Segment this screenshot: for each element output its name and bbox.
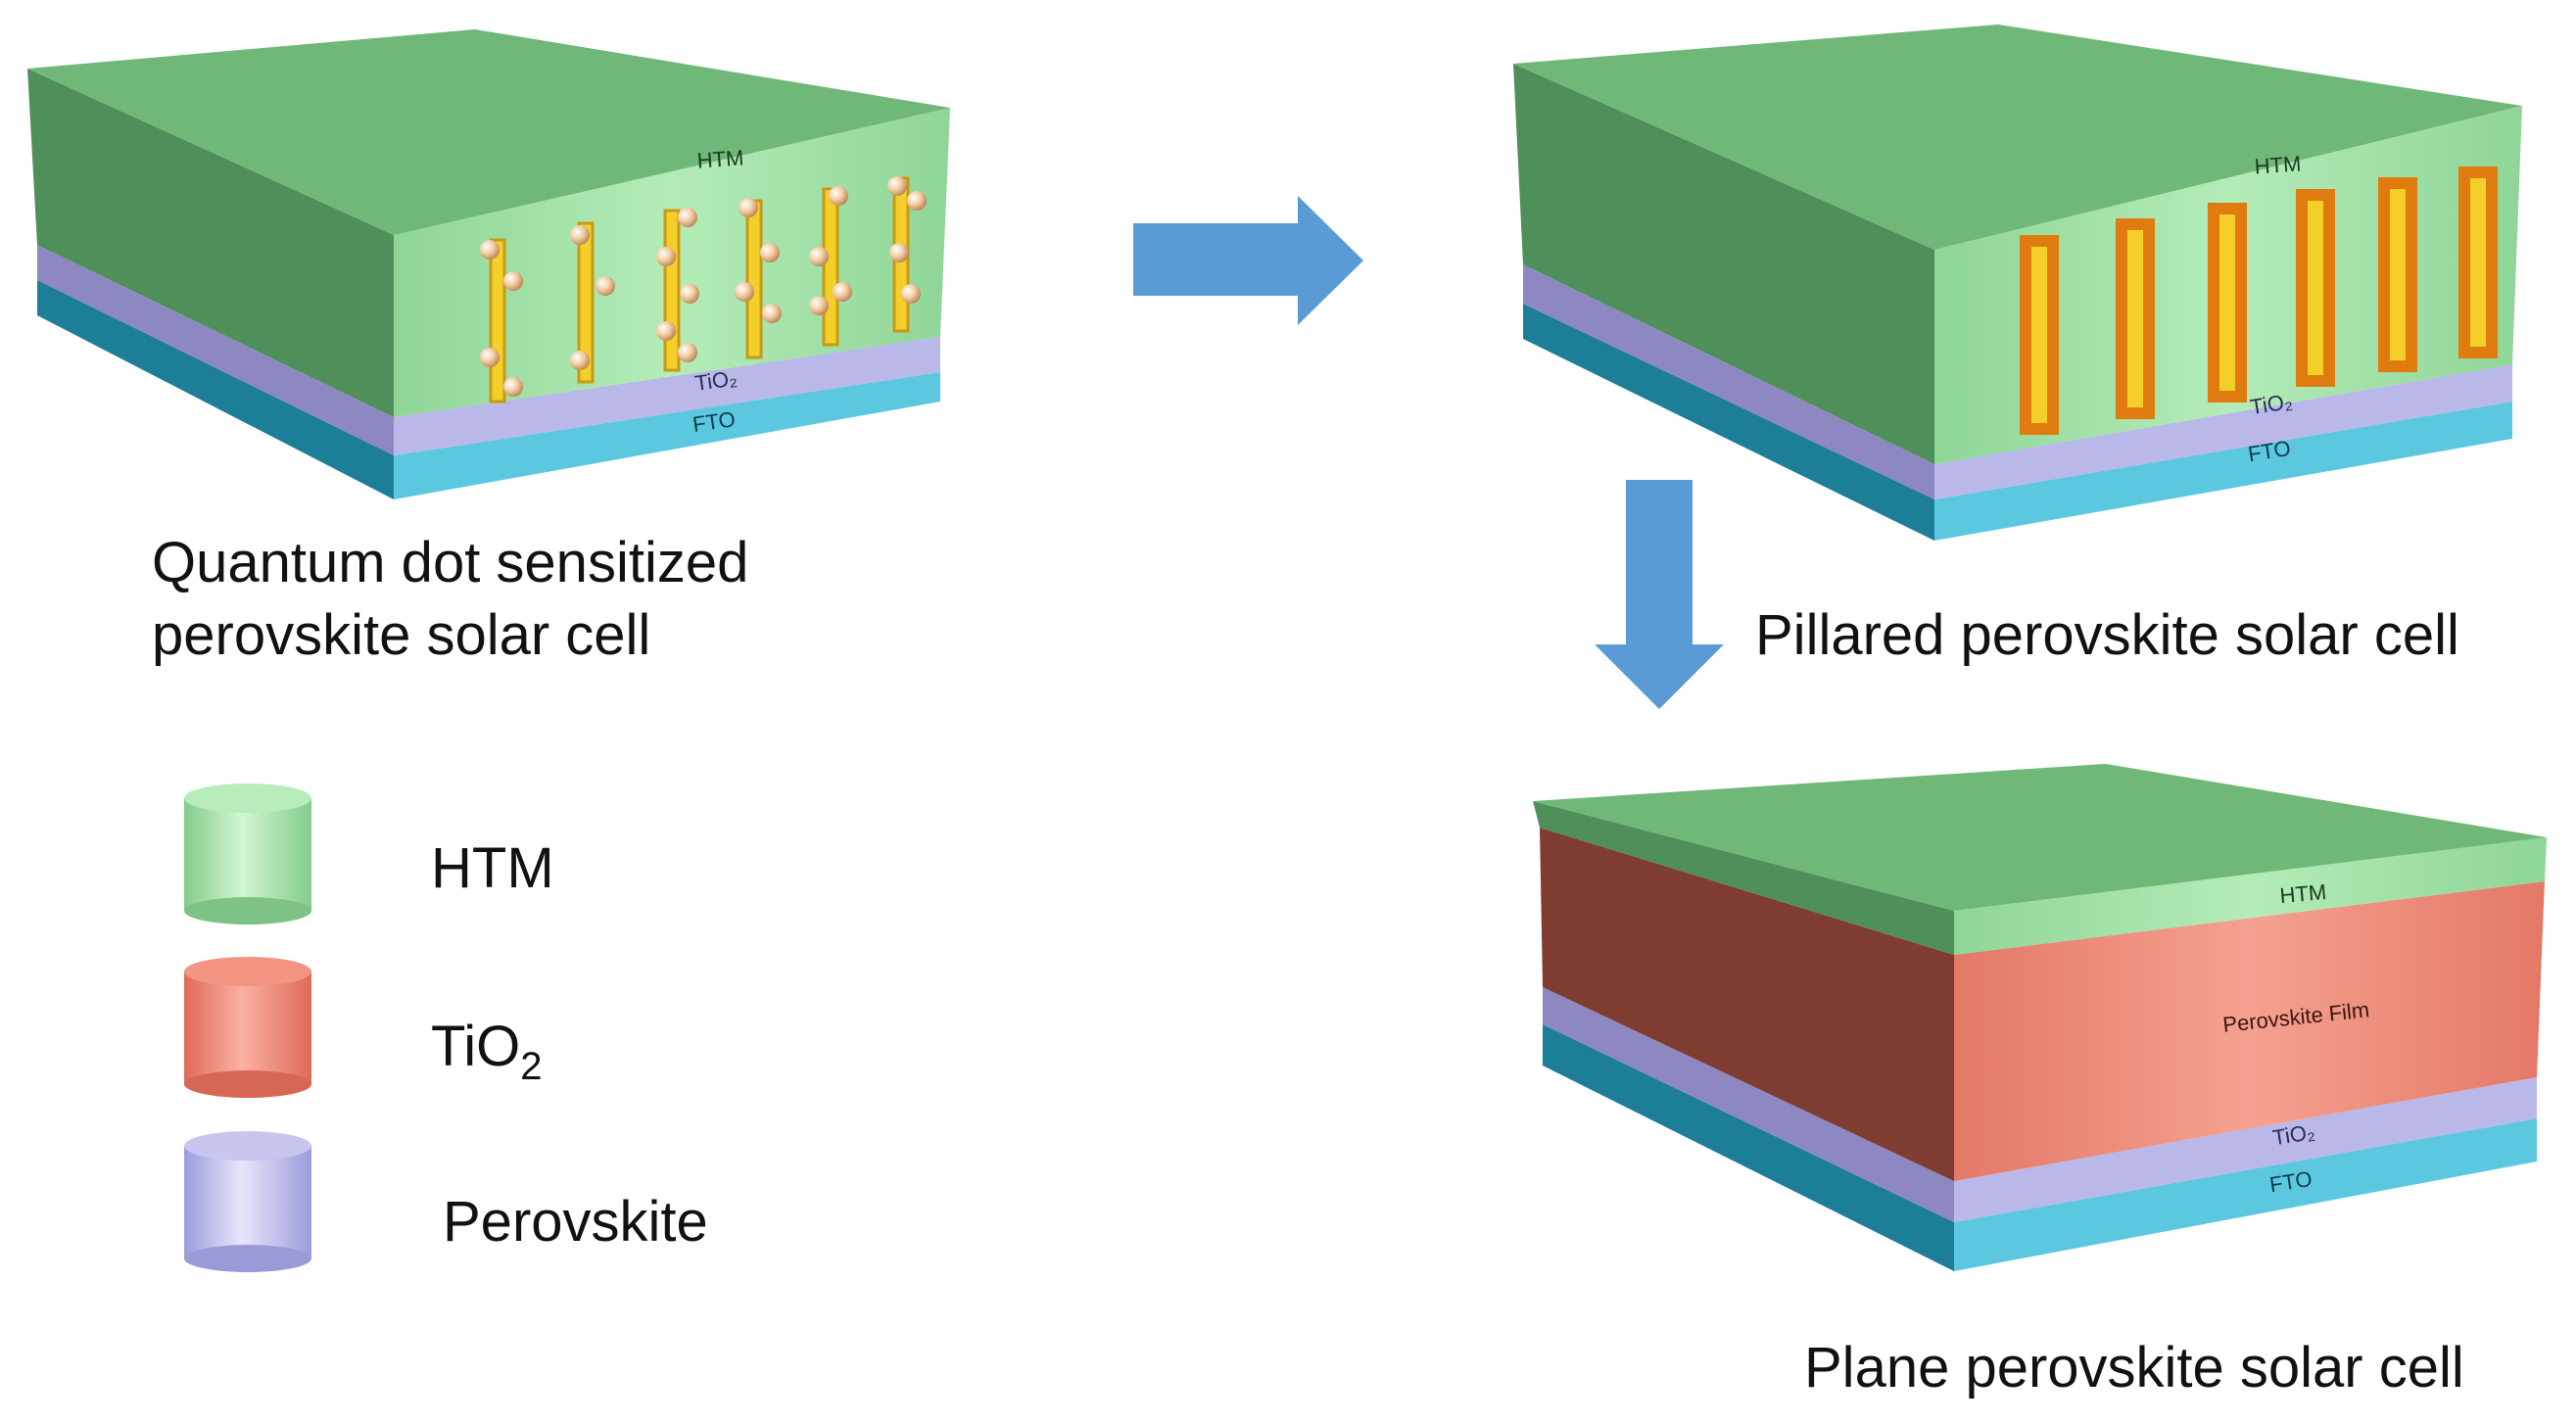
legend-htm-label: HTM <box>431 836 554 900</box>
plane-fto-left-face <box>1543 1024 1954 1271</box>
qd-tio2-front-face <box>394 337 940 455</box>
legend-tio2-label-sub: 2 <box>520 1045 543 1088</box>
qd-quantum-dot <box>809 247 829 266</box>
qd-quantum-dot <box>735 282 754 302</box>
qd-nanorod-5 <box>822 187 839 347</box>
perovskite-pillar-core <box>2031 247 2047 423</box>
qd-quantum-dot <box>678 208 697 227</box>
quantum-dot-caption: Quantum dot sensitized perovskite solar … <box>152 527 748 672</box>
pillared-tio2-left-face <box>1523 264 1934 499</box>
qd-quantum-dot <box>570 225 590 245</box>
perovskite-pillar-core <box>2390 189 2406 360</box>
qd-fto-left-face <box>37 280 394 499</box>
qd-nanorod-2 <box>577 221 595 384</box>
plane-perovskite-front-face <box>1954 881 2545 1181</box>
qd-nanorod-4 <box>745 199 763 359</box>
quantum-dot-caption-line1: Quantum dot sensitized <box>152 531 749 594</box>
plane-htm-front-face <box>1954 837 2547 955</box>
qd-quantum-dot <box>678 343 697 362</box>
plane-tio2-front-face <box>1954 1077 2537 1222</box>
plane-fto-front-face <box>1954 1118 2537 1271</box>
legend-perovskite-cylinder <box>184 1131 311 1272</box>
qd-quantum-dot <box>887 176 907 196</box>
legend-tio2-cylinder <box>184 957 311 1098</box>
pillared-tio2-front-face <box>1934 364 2512 499</box>
down-arrow-icon <box>1595 480 1724 709</box>
legend-swatches <box>184 783 311 1272</box>
perovskite-pillar-core <box>2308 201 2323 375</box>
qd-quantum-dot <box>570 351 590 370</box>
qd-quantum-dot <box>889 243 909 262</box>
quantum-dot-cell: HTM TiO₂ FTO <box>27 29 950 499</box>
qd-quantum-dot <box>503 377 523 397</box>
pillared-fto-left-face <box>1523 304 1934 541</box>
legend-tio2-label: TiO2 <box>431 1016 543 1098</box>
plane-cell: HTM Perovskite Film TiO₂ FTO <box>1533 764 2547 1271</box>
qd-quantum-dot <box>809 296 829 315</box>
plane-caption: Plane perovskite solar cell <box>1804 1336 2464 1399</box>
plane-tio2-left-face <box>1543 987 1954 1222</box>
qd-quantum-dot <box>480 240 500 260</box>
qd-quantum-dot <box>907 191 927 211</box>
plane-perovskite-left-face <box>1540 828 1954 1181</box>
qd-nanorod-3 <box>663 209 681 372</box>
pillared-htm-top-face <box>1513 24 2522 250</box>
legend-perovskite-label: Perovskite <box>443 1190 708 1254</box>
perovskite-pillar-core <box>2127 230 2143 407</box>
qd-nanorods <box>480 176 927 403</box>
quantum-dot-caption-line2: perovskite solar cell <box>152 603 651 667</box>
qd-fto-front-face <box>394 372 940 499</box>
qd-htm-top-face <box>27 29 950 235</box>
qd-quantum-dot <box>596 276 615 296</box>
qd-quantum-dot <box>739 198 758 217</box>
right-arrow-icon <box>1133 196 1363 325</box>
qd-quantum-dot <box>833 282 852 302</box>
qd-quantum-dot <box>656 247 676 266</box>
pillared-caption: Pillared perovskite solar cell <box>1755 603 2459 667</box>
qd-nanorod-1 <box>489 238 506 403</box>
qd-htm-left-face <box>27 69 394 417</box>
pillared-htm-left-face <box>1513 64 1934 464</box>
perovskite-pillar-core <box>2470 178 2486 347</box>
qd-quantum-dot <box>656 321 676 341</box>
qd-quantum-dot <box>829 186 848 206</box>
qd-quantum-dot <box>503 271 523 291</box>
pillared-fto-front-face <box>1934 402 2512 541</box>
qd-quantum-dot <box>901 284 921 304</box>
plane-htm-label: HTM <box>2279 879 2328 908</box>
qd-tio2-left-face <box>37 245 394 455</box>
plane-htm-top-face <box>1533 764 2547 911</box>
qd-htm-label: HTM <box>696 145 744 172</box>
qd-quantum-dot <box>480 348 500 367</box>
qd-quantum-dot <box>760 243 780 262</box>
qd-quantum-dot <box>762 304 782 323</box>
perovskite-pillar-core <box>2219 214 2235 391</box>
plane-htm-left-face <box>1533 801 1954 955</box>
pillared-htm-label: HTM <box>2254 151 2302 178</box>
pillared-perovskite-pillars <box>2020 166 2498 435</box>
legend-htm-cylinder <box>184 783 311 925</box>
qd-quantum-dot <box>680 284 699 304</box>
qd-tio2-label: TiO₂ <box>693 365 739 396</box>
pillared-cell: HTM TiO₂ FTO <box>1513 24 2522 541</box>
legend-tio2-label-main: TiO <box>431 1015 521 1078</box>
qd-fto-label: FTO <box>692 406 738 437</box>
